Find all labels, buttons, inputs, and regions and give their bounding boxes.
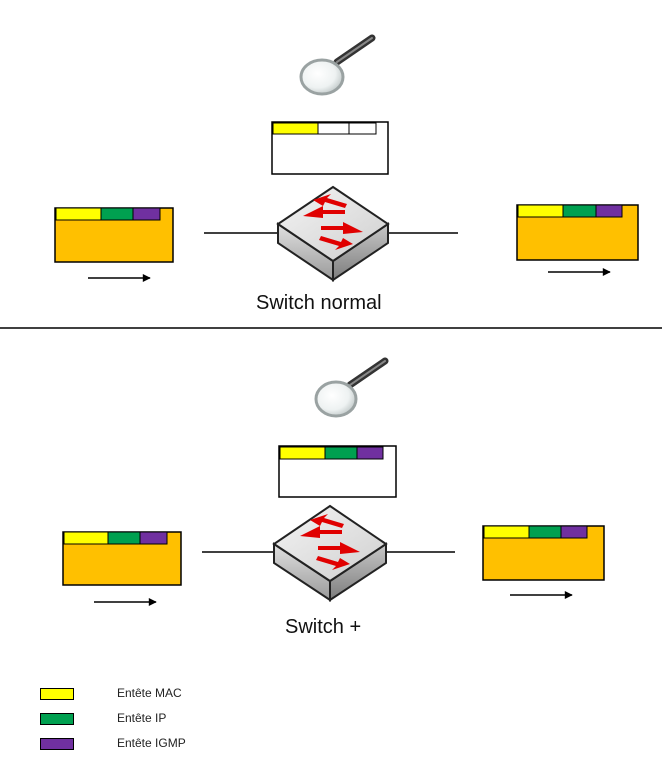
legend-label-ip: Entête IP — [117, 711, 167, 725]
switch-arrows — [303, 194, 363, 250]
unused-header-slot — [348, 122, 377, 135]
packet-ip-header — [528, 525, 562, 539]
scenario-switch-normal — [54, 34, 639, 282]
packet-ip-header — [562, 204, 597, 218]
network-switch-icon — [272, 504, 388, 602]
magnifying-glass-icon — [314, 357, 389, 418]
packet-igmp-header — [132, 207, 161, 221]
packet-mac-header — [483, 525, 530, 539]
magnifying-glass-icon — [299, 34, 376, 96]
packet-incoming — [62, 531, 182, 586]
packet-igmp-header — [560, 525, 588, 539]
packet-outgoing — [516, 204, 639, 261]
packet-mac-header — [517, 204, 564, 218]
switch-arrows — [300, 514, 360, 570]
packet-ip-header — [100, 207, 134, 221]
legend-label-mac: Entête MAC — [117, 686, 182, 700]
legend-swatch-mac — [40, 688, 74, 700]
inspected-mac-header — [279, 446, 326, 460]
network-switch-icon — [276, 185, 390, 282]
inspected-ip-header — [324, 446, 358, 460]
inspected-mac-header — [272, 122, 319, 135]
legend-swatch-ip — [40, 713, 74, 725]
scenario-switch-plus — [62, 357, 605, 606]
packet-outgoing — [482, 525, 605, 581]
inspection-table — [271, 121, 389, 175]
unused-header-slot — [317, 122, 350, 135]
packet-mac-header — [55, 207, 102, 221]
packet-mac-header — [63, 531, 109, 545]
legend-swatch-igmp — [40, 738, 74, 750]
packet-igmp-header — [595, 204, 623, 218]
scenario-caption-switch-normal: Switch normal — [256, 292, 382, 314]
packet-igmp-header — [139, 531, 168, 545]
packet-incoming — [54, 207, 174, 263]
scenario-caption-switch-plus: Switch + — [285, 616, 362, 638]
inspected-igmp-header — [356, 446, 384, 460]
packet-ip-header — [107, 531, 141, 545]
inspection-table — [278, 445, 397, 498]
legend-label-igmp: Entête IGMP — [117, 736, 186, 750]
